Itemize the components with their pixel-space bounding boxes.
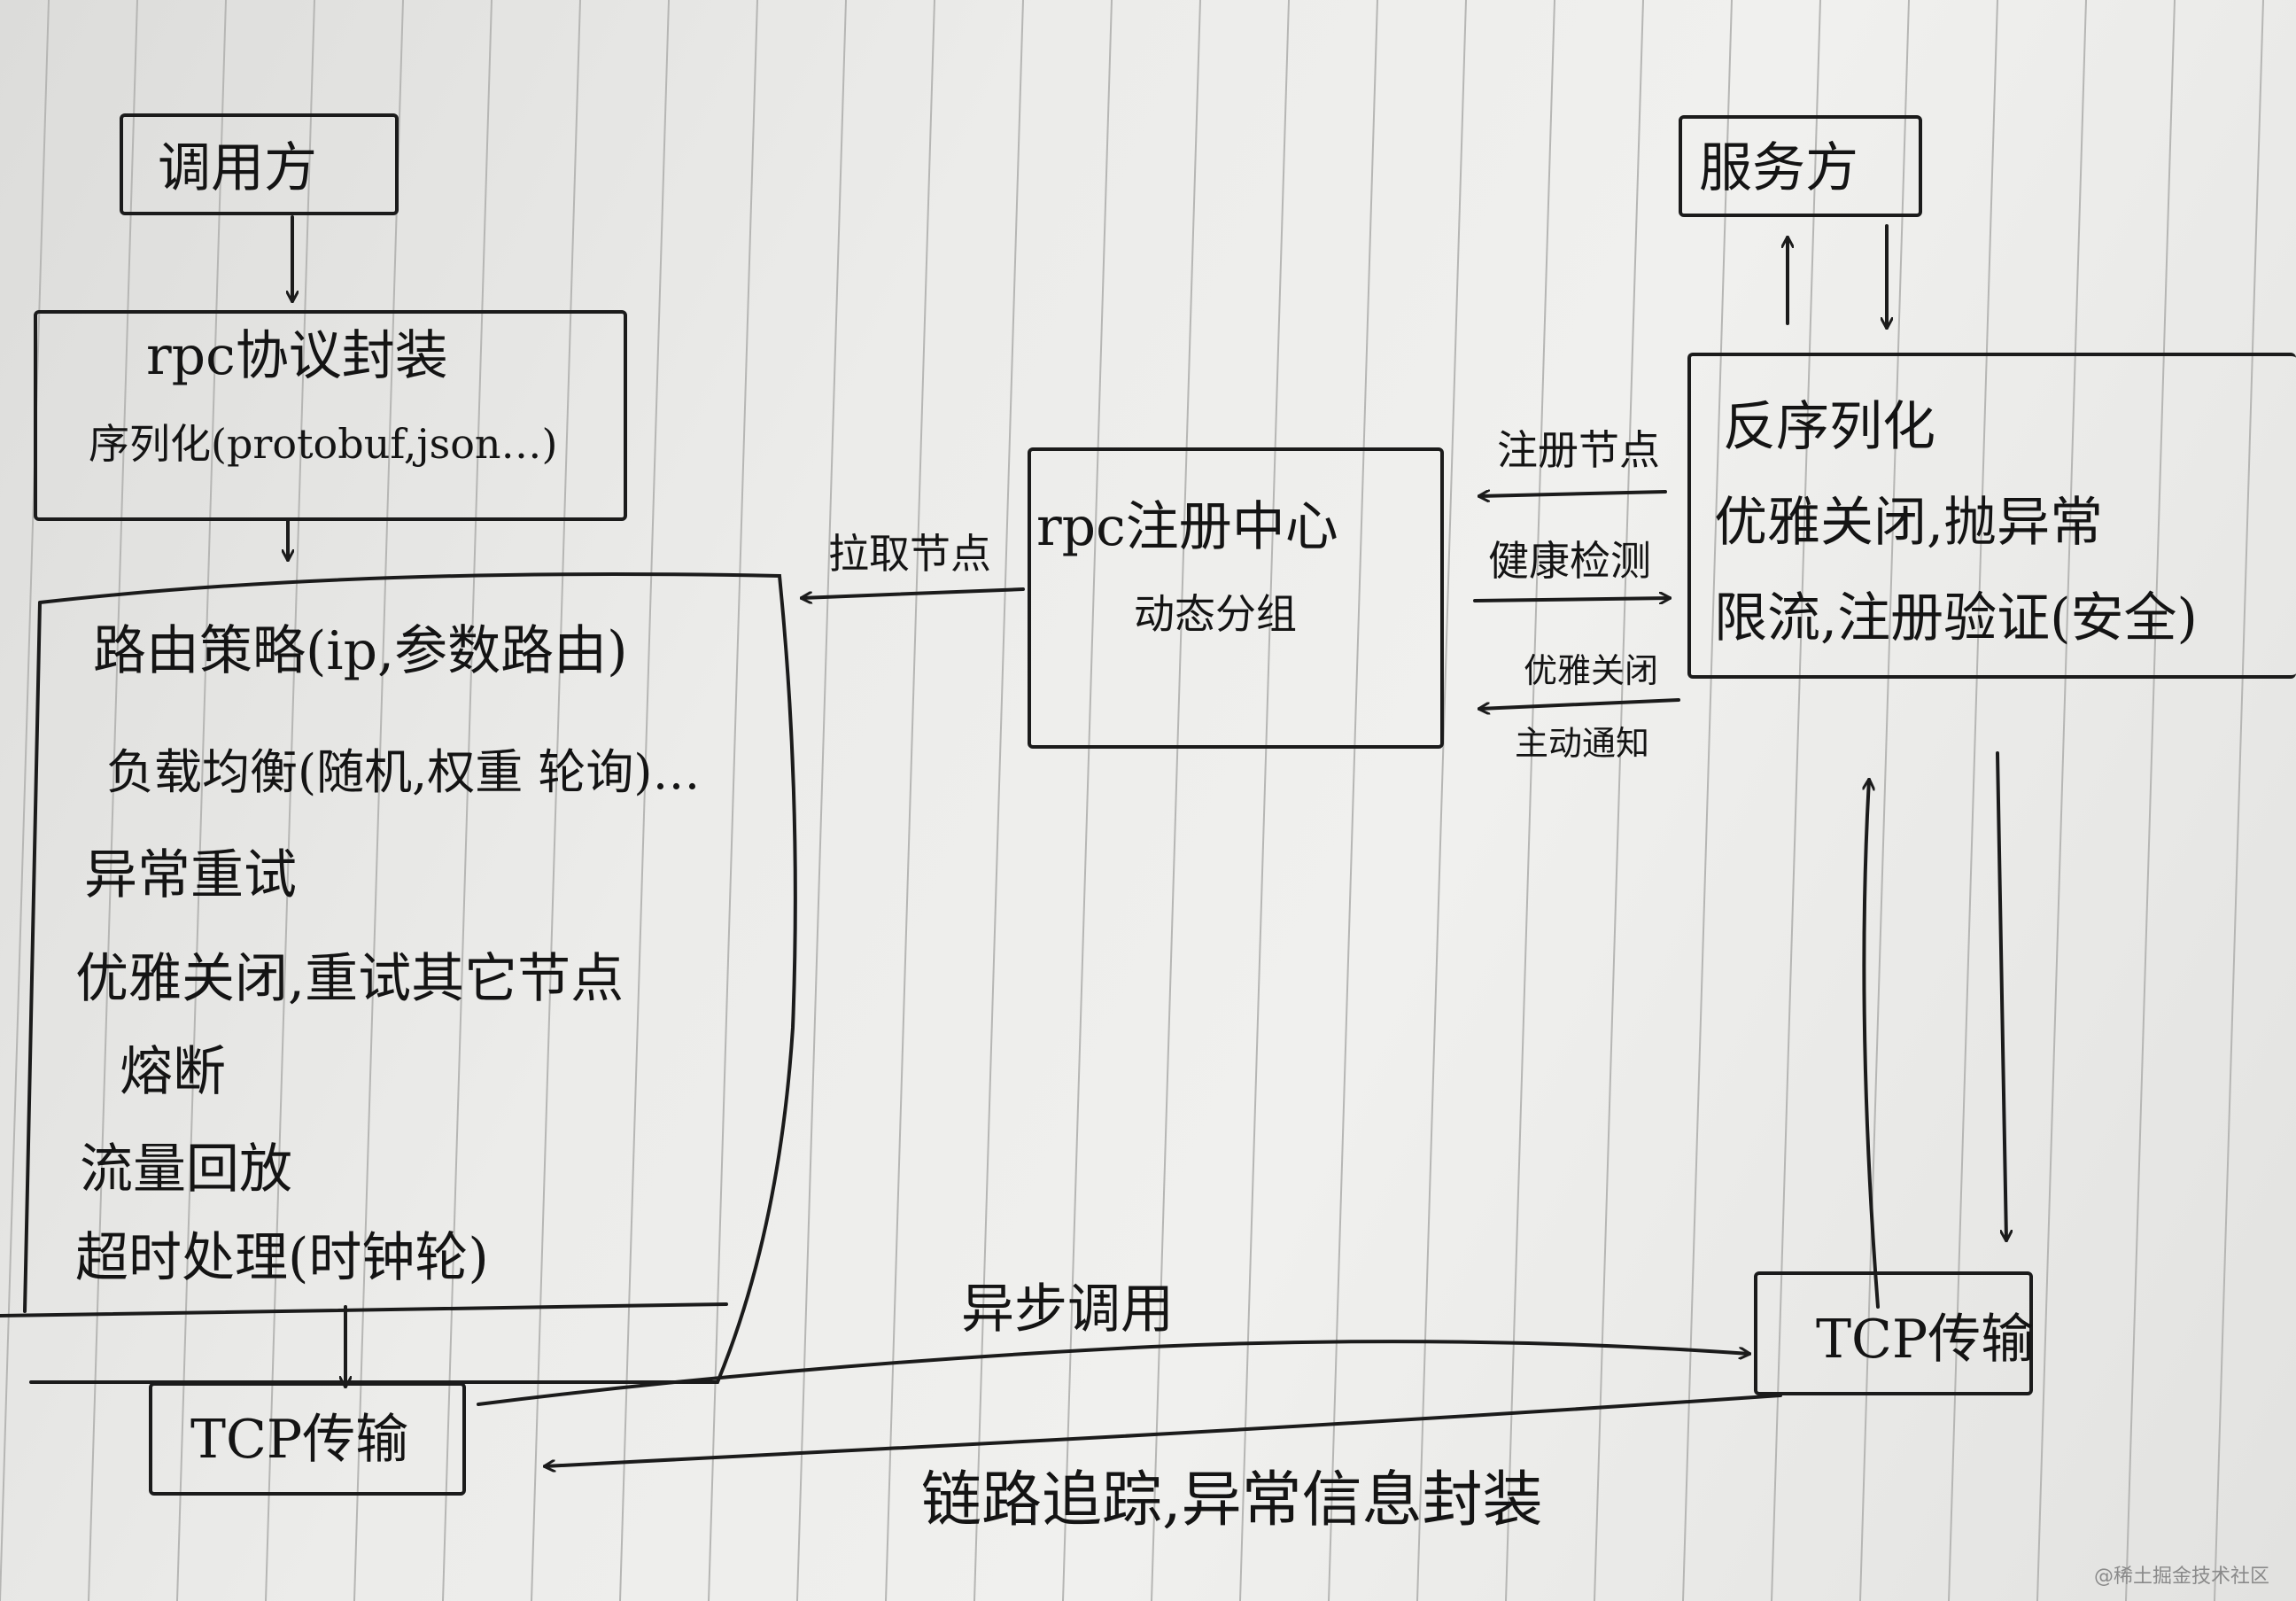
timeout-handling: 超时处理(时钟轮) [75, 1227, 489, 1289]
load-balance: 负载均衡(随机,权重 轮询)… [106, 744, 701, 800]
caller-title: 调用方 [158, 137, 317, 199]
registry-title: rpc注册中心 [1036, 496, 1338, 558]
traffic-replay: 流量回放 [80, 1139, 292, 1201]
exception-retry: 异常重试 [84, 844, 297, 906]
health-check-label: 健康检测 [1488, 537, 1651, 585]
arrow-trace [545, 1394, 1782, 1466]
circuit-breaker: 熔断 [120, 1041, 226, 1103]
provider-features-box [1687, 353, 2296, 679]
registry-box [1028, 447, 1444, 749]
async-call-label: 异步调用 [961, 1278, 1174, 1341]
protocol-label: rpc协议封装 [146, 325, 448, 387]
arrow-provider-to-tcp [1996, 751, 2006, 1240]
arrow-active-notify [1479, 698, 1680, 709]
rate-limit-auth: 限流,注册验证(安全) [1714, 587, 2198, 649]
watermark: @稀土掘金技术社区 [2093, 1566, 2269, 1588]
provider-tcp-box [1754, 1271, 2033, 1395]
graceful-close-label: 优雅关闭 [1524, 651, 1659, 690]
arrow-health-check [1473, 598, 1670, 601]
routing-box-outline [23, 572, 797, 1384]
graceful-close-retry: 优雅关闭,重试其它节点 [75, 948, 624, 1010]
active-notify-label: 主动通知 [1515, 724, 1650, 763]
register-node-label: 注册节点 [1497, 426, 1660, 474]
provider-title: 服务方 [1699, 137, 1858, 199]
caller-tcp-box [149, 1382, 466, 1496]
routing-box-divider [0, 1302, 728, 1317]
provider-box [1679, 115, 1922, 217]
arrow-async-call [477, 1340, 1749, 1406]
caller-box [120, 113, 399, 215]
protocol-box [34, 310, 627, 521]
arrow-tcp-to-provider [1864, 780, 1880, 1309]
serialize-label: 序列化(protobuf,json…) [89, 420, 558, 468]
provider-tcp-label: TCP传输 [1816, 1309, 2035, 1371]
arrow-pull-nodes [802, 587, 1025, 598]
caller-tcp-label: TCP传输 [190, 1409, 409, 1471]
deserialize-label: 反序列化 [1723, 396, 1935, 458]
trace-label: 链路追踪,异常信息封装 [921, 1465, 1543, 1535]
routing-strategy: 路由策略(ip,参数路由) [93, 620, 628, 682]
arrow-register-node [1479, 492, 1667, 496]
graceful-close-throw: 优雅关闭,抛异常 [1714, 492, 2104, 554]
registry-subtitle: 动态分组 [1134, 590, 1297, 638]
pull-nodes-label: 拉取节点 [828, 530, 991, 578]
